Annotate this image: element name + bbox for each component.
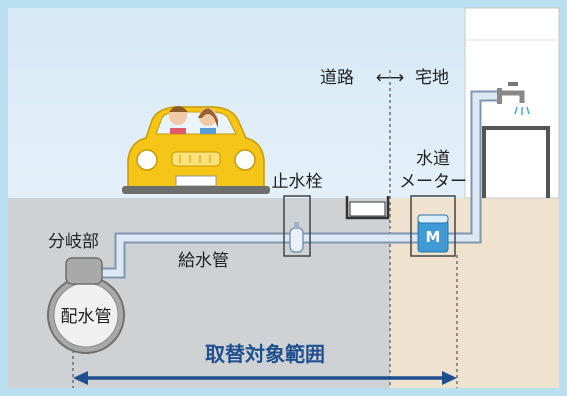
replacement-range-arrow — [73, 371, 457, 385]
distribution-main — [47, 257, 125, 354]
meter-symbol: M — [426, 228, 441, 246]
stop-valve-label: 止水栓 — [272, 172, 323, 192]
road-label: 道路 — [320, 68, 354, 88]
meter-box-icon — [345, 196, 390, 220]
branch-fitting — [65, 257, 103, 285]
residential-label: 宅地 — [415, 68, 449, 88]
sink-icon — [482, 126, 550, 198]
replacement-range-label: 取替対象範囲 — [205, 342, 325, 366]
meter-label-line2: メーター — [399, 172, 467, 192]
meter-icon: M — [410, 195, 456, 257]
service-pipe-label: 給水管 — [178, 251, 229, 271]
branch-label: 分岐部 — [48, 232, 99, 252]
stop-valve-icon — [283, 195, 311, 257]
faucet-icon — [497, 82, 530, 115]
meter-label-line1: 水道 — [416, 149, 450, 169]
distribution-main-label: 配水管 — [61, 307, 112, 327]
road-residential-arrow: ←→ — [376, 68, 405, 88]
car-icon — [122, 106, 270, 194]
